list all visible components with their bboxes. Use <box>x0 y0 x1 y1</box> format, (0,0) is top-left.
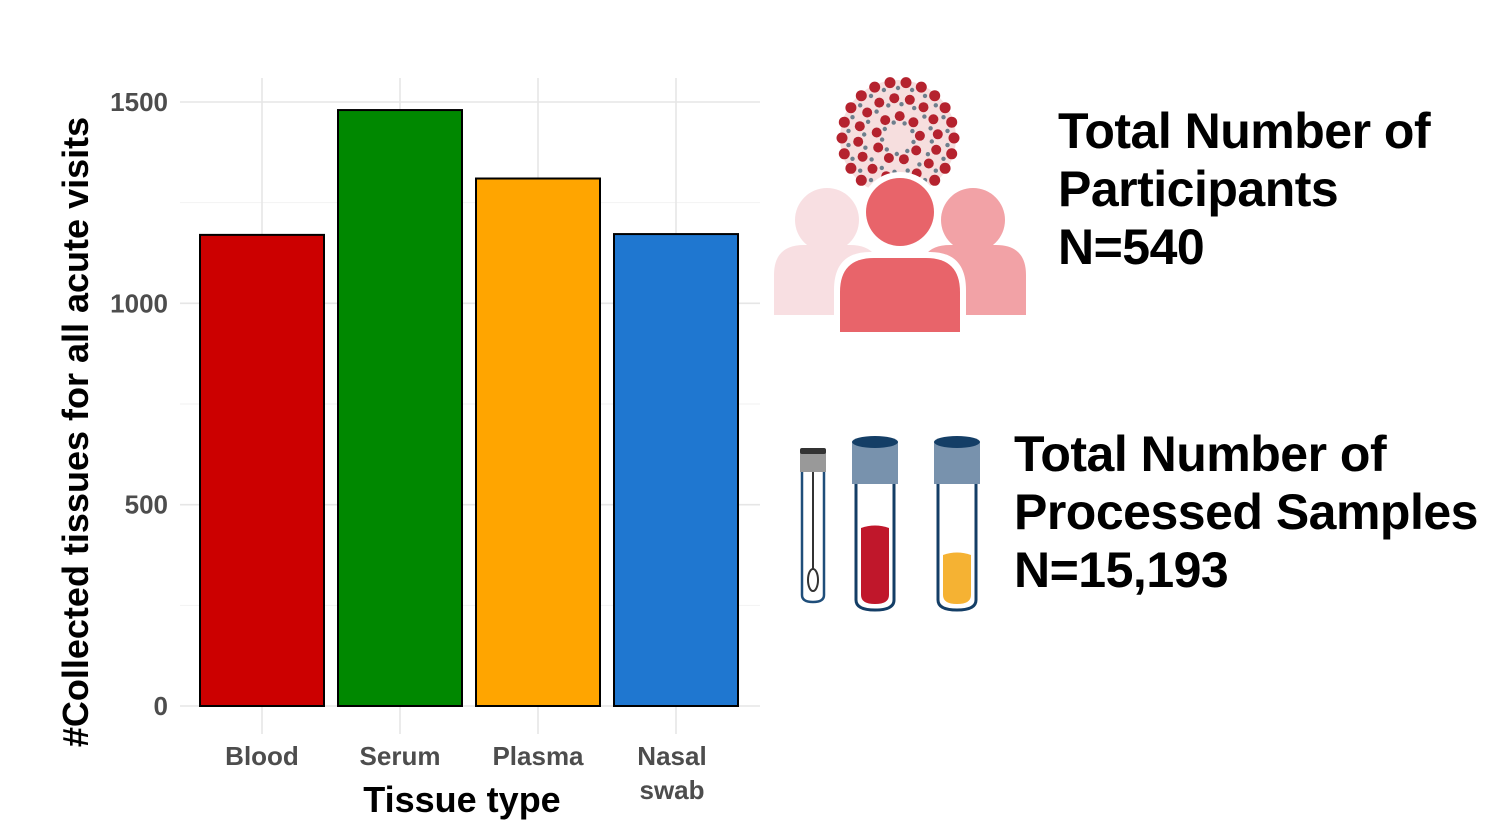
participants-line-2: Participants <box>1058 161 1339 217</box>
x-tick-label: Serum <box>360 741 441 771</box>
bar-serum <box>337 109 463 707</box>
x-axis-title: Tissue type <box>363 779 560 820</box>
people-icon <box>774 172 1026 332</box>
participants-line-1: Total Number of <box>1058 103 1431 159</box>
samples-stat: Total Number of Processed Samples N=15,1… <box>1014 425 1479 599</box>
bars <box>199 109 739 708</box>
bar-nasal-swab <box>613 233 739 707</box>
participants-illustration <box>774 77 1026 332</box>
blood-tube-icon <box>852 436 898 612</box>
plasma-tube-icon <box>934 436 980 612</box>
samples-line-2: Processed Samples <box>1014 484 1479 540</box>
y-tick-labels: 0 500 1000 1500 <box>110 87 168 721</box>
y-tick-label: 1500 <box>110 87 168 117</box>
y-axis-title: #Collected tissues for all acute visits <box>55 117 96 747</box>
y-tick-label: 500 <box>125 490 168 520</box>
samples-line-1: Total Number of <box>1014 426 1387 482</box>
bar-plasma <box>475 177 601 708</box>
x-tick-label: Blood <box>225 741 299 771</box>
swab-tube-icon <box>800 448 826 604</box>
x-tick-label: Plasma <box>492 741 584 771</box>
bar-blood <box>199 233 325 707</box>
y-tick-label: 1000 <box>110 288 168 318</box>
samples-count: N=15,193 <box>1014 542 1229 598</box>
y-tick-label: 0 <box>154 691 168 721</box>
samples-illustration <box>800 436 980 612</box>
participants-count: N=540 <box>1058 219 1205 275</box>
participants-stat: Total Number of Participants N=540 <box>1058 102 1431 276</box>
